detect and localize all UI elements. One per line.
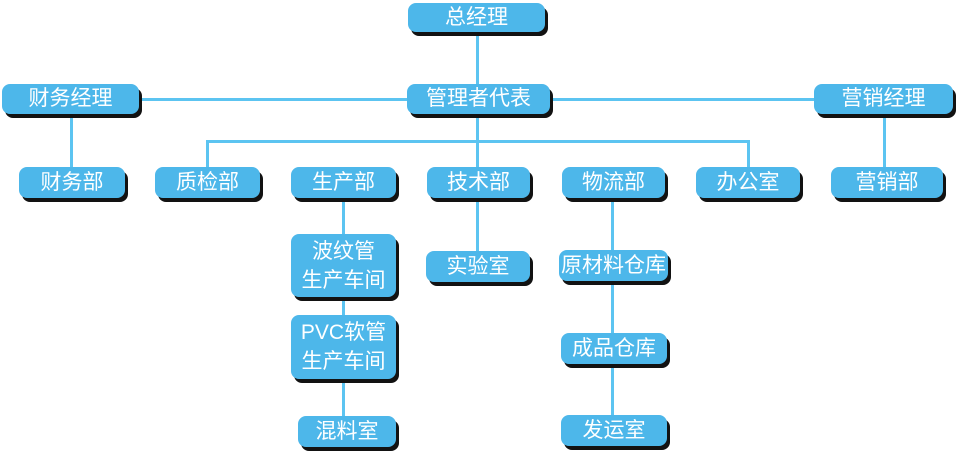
org-node-label-line: PVC软管 [300, 321, 387, 344]
org-node-raw-material-warehouse: 原材料仓库 [559, 250, 668, 281]
connector-logistics-raw-warehouse [611, 197, 614, 250]
connector-finished-shipping-room [611, 364, 614, 415]
org-node-shipping-room: 发运室 [561, 415, 667, 446]
org-node-label-line: 波纹管 [312, 239, 375, 263]
org-node-general-manager: 总经理 [408, 3, 545, 32]
org-node-corrugated-workshop: 波纹管 生产车间 [291, 234, 396, 297]
connector-tech-dept-lab [476, 197, 479, 251]
connector-bus-qc-dept [206, 140, 209, 167]
org-node-mixing-room: 混料室 [298, 416, 396, 447]
connector-general-manager-management-rep [476, 31, 479, 84]
org-node-label-line: 生产车间 [301, 350, 386, 373]
connector-corrugated-pvc-workshop [342, 297, 345, 315]
org-node-label-line: 生产车间 [301, 268, 386, 292]
org-node-finished-warehouse: 成品仓库 [561, 333, 667, 364]
org-node-tech-dept: 技术部 [427, 167, 530, 198]
org-node-pvc-workshop: PVC软管 生产车间 [291, 315, 396, 379]
connector-production-corrugated-workshop [342, 197, 345, 234]
connector-marketing-manager-marketing-dept [883, 114, 886, 167]
connector-management-rep-marketing-manager [550, 98, 814, 101]
connector-bus-horizontal [206, 140, 750, 143]
org-node-marketing-dept: 营销部 [831, 167, 943, 198]
org-node-lab: 实验室 [426, 251, 530, 282]
connector-bus-office [747, 140, 750, 167]
org-node-finance-dept: 财务部 [19, 167, 125, 198]
org-node-management-rep: 管理者代表 [407, 84, 550, 114]
org-node-logistics-dept: 物流部 [562, 167, 665, 198]
org-node-qc-dept: 质检部 [155, 167, 260, 198]
org-node-office: 办公室 [696, 167, 800, 198]
connector-finance-manager-finance-dept [70, 114, 73, 167]
org-node-marketing-manager: 营销经理 [814, 84, 953, 114]
org-node-production-dept: 生产部 [291, 167, 396, 198]
connector-pvc-mixing-room [342, 379, 345, 416]
connector-management-rep-finance-manager [139, 98, 407, 101]
connector-raw-finished-warehouse [611, 281, 614, 333]
org-node-finance-manager: 财务经理 [2, 84, 139, 114]
